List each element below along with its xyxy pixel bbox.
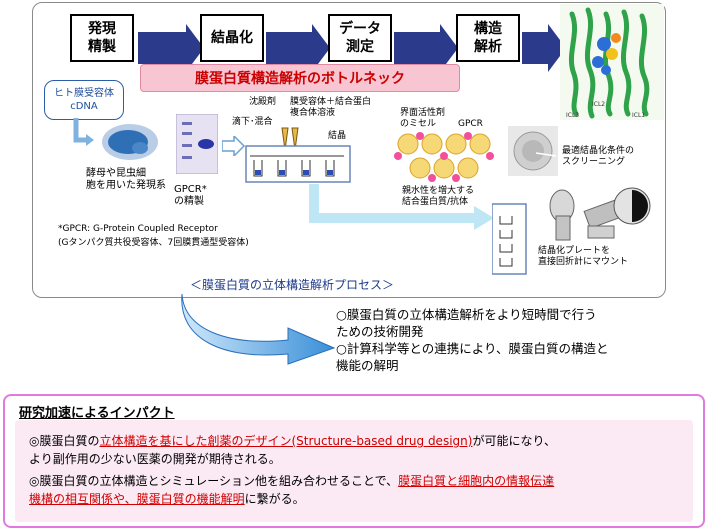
goal-line-1: ○膜蛋白質の立体構造解析をより短時間で行う (336, 307, 597, 322)
impact-line-1-highlight: 立体構造を基にした創薬のデザイン(Structure-based drug de… (99, 434, 473, 448)
mount-label: 結晶化プレートを 直接回折計にマウント (538, 246, 629, 267)
arrow-to-plate (222, 136, 246, 156)
step-arrows (138, 24, 566, 72)
arrow-plate-to-mount (309, 184, 494, 230)
goal-line-3: ○計算科学等との連携により、膜蛋白質の構造と (336, 341, 609, 356)
impact-line-4-end: に繋がる。 (244, 492, 305, 506)
arrow-3-4 (394, 24, 458, 72)
arrow-4-out (522, 24, 566, 72)
impact-line-1-end: が可能になり、 (472, 434, 556, 448)
expression-system-label: 酵母や昆虫細 胞を用いた発現系 (86, 168, 166, 191)
micelle-label: 界面活性剤 のミセル (400, 108, 446, 129)
arrow-1-2 (138, 24, 204, 72)
bottleneck-banner: 膜蛋白質構造解析のボトルネック (140, 64, 460, 92)
impact-title: 研究加速によるインパクト (19, 406, 175, 421)
impact-panel: 研究加速によるインパクト ◎膜蛋白質の立体構造を基にした創薬のデザイン(Stru… (3, 394, 705, 528)
impact-body: ◎膜蛋白質の立体構造を基にした創薬のデザイン(Structure-based d… (15, 420, 693, 522)
impact-line-2: より副作用の少ない医薬の開発が期待される。 (29, 452, 281, 466)
impact-line-1-start: ◎膜蛋白質の (29, 434, 100, 448)
cdna-label: ヒト膜受容体 cDNA (44, 80, 124, 120)
micelle-cluster-image (394, 132, 494, 182)
icl2-label: ICL2 (592, 101, 605, 108)
screening-droplet-image (508, 126, 558, 176)
impact-line-3: ◎膜蛋白質の立体構造とシミュレーション他を組み合わせることで、膜蛋白質と細胞内の… (29, 472, 691, 490)
icl1-label: ICL1 (632, 112, 645, 119)
impact-line-4-highlight: 機構の相互関係や、膜蛋白質の機能解明 (29, 492, 245, 506)
footnote-gpcr-jp: (Gタンパク質共役受容体、7回膜貫通型受容体) (58, 238, 249, 248)
process-caption: ＜膜蛋白質の立体構造解析プロセス＞ (189, 278, 394, 292)
receptor-solution-label: 膜受容体＋結合蛋白 複合体溶液 (290, 97, 372, 118)
impact-line-3-highlight: 膜蛋白質と細胞内の情報伝達 (398, 474, 555, 488)
goals-text: ○膜蛋白質の立体構造解析をより短時間で行う ための技術開発 ○計算科学等との連携… (336, 306, 686, 374)
protein-structure-image: ICL3 ICL2 ICL1 (560, 4, 664, 120)
gpcr-label: GPCR (458, 119, 483, 129)
precipitant-label: 沈殿剤 (249, 97, 277, 107)
step-data-measurement: データ 測定 (328, 14, 392, 62)
impact-line-4: 機構の相互関係や、膜蛋白質の機能解明に繋がる。 (29, 490, 691, 508)
expression-cell-image (73, 118, 158, 160)
step-expression-purification: 発現 精製 (70, 14, 134, 62)
icl3-label: ICL3 (566, 112, 579, 119)
crystallization-plate (245, 127, 351, 183)
drip-mix-label: 滴下･混合 (232, 117, 273, 127)
gpcr-purification-label: GPCR* の精製 (174, 184, 207, 207)
gel-image (176, 114, 218, 174)
binding-protein-label: 親水性を増大する 結合蛋白質/抗体 (402, 186, 475, 207)
impact-line-3-start: ◎膜蛋白質の立体構造とシミュレーション他を組み合わせることで、 (29, 474, 399, 488)
curved-arrow (181, 293, 336, 365)
step-crystallization: 結晶化 (200, 14, 264, 62)
arrow-2-3 (266, 24, 330, 72)
goal-line-2: ための技術開発 (336, 324, 424, 339)
diffractometer-image (492, 187, 651, 275)
crystal-label: 結晶 (328, 131, 347, 141)
step-structure-analysis: 構造 解析 (456, 14, 520, 62)
goal-line-4: 機能の解明 (336, 358, 399, 373)
footnote-gpcr: *GPCR: G-Protein Coupled Receptor (58, 224, 218, 234)
screening-label: 最適結晶化条件の スクリーニング (562, 146, 635, 167)
impact-line-1: ◎膜蛋白質の立体構造を基にした創薬のデザイン(Structure-based d… (29, 432, 691, 450)
